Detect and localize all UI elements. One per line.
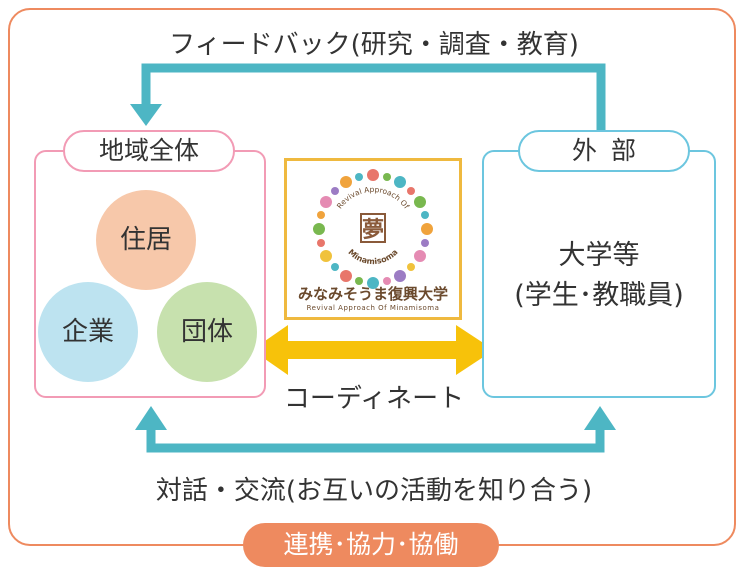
enterprise-circle: 企業 [38, 282, 138, 382]
logo-ring-text-top: Revival Approach Of [335, 185, 411, 211]
logo-subtitle: Revival Approach Of Minamisoma [306, 304, 440, 312]
logo-ring-text-bottom: Minamisoma [346, 247, 399, 266]
feedback-arrowhead [130, 104, 162, 126]
feedback-label: フィードバック(研究・調査・教育) [169, 30, 579, 60]
external-university-label: 大学等 [558, 240, 640, 271]
dialog-label: 対話・交流(お互いの活動を知り合う) [155, 476, 593, 506]
local-community-title: 地域全体 [63, 130, 235, 172]
logo-emblem-char: 夢 [362, 218, 384, 243]
coordinate-arrowhead-left [252, 325, 288, 375]
residence-circle: 住居 [96, 190, 196, 290]
group-circle: 団体 [157, 282, 257, 382]
external-title: 外部 [518, 130, 690, 172]
coordinate-label: コーディネート [283, 384, 465, 414]
logo-name: みなみそうま復興大学 [297, 285, 448, 303]
svg-text:Minamisoma: Minamisoma [346, 247, 399, 266]
dialog-arrowhead-left [135, 406, 167, 430]
coordinate-arrow-shaft [284, 341, 458, 359]
university-logo: Revival Approach Of Minamisoma 夢 [284, 158, 462, 320]
collaboration-badge: 連携･協力･協働 [243, 523, 499, 567]
logo-emblem: Revival Approach Of Minamisoma 夢 [313, 169, 433, 289]
logo-figures-ring [313, 169, 433, 289]
coordinate-arrowhead-right [456, 325, 494, 375]
svg-text:Revival Approach Of: Revival Approach Of [335, 185, 411, 211]
feedback-arrow [141, 63, 606, 150]
dialog-arrow [146, 428, 605, 453]
external-members-label: (学生･教職員) [514, 280, 684, 311]
dialog-arrowhead-right [584, 406, 616, 430]
